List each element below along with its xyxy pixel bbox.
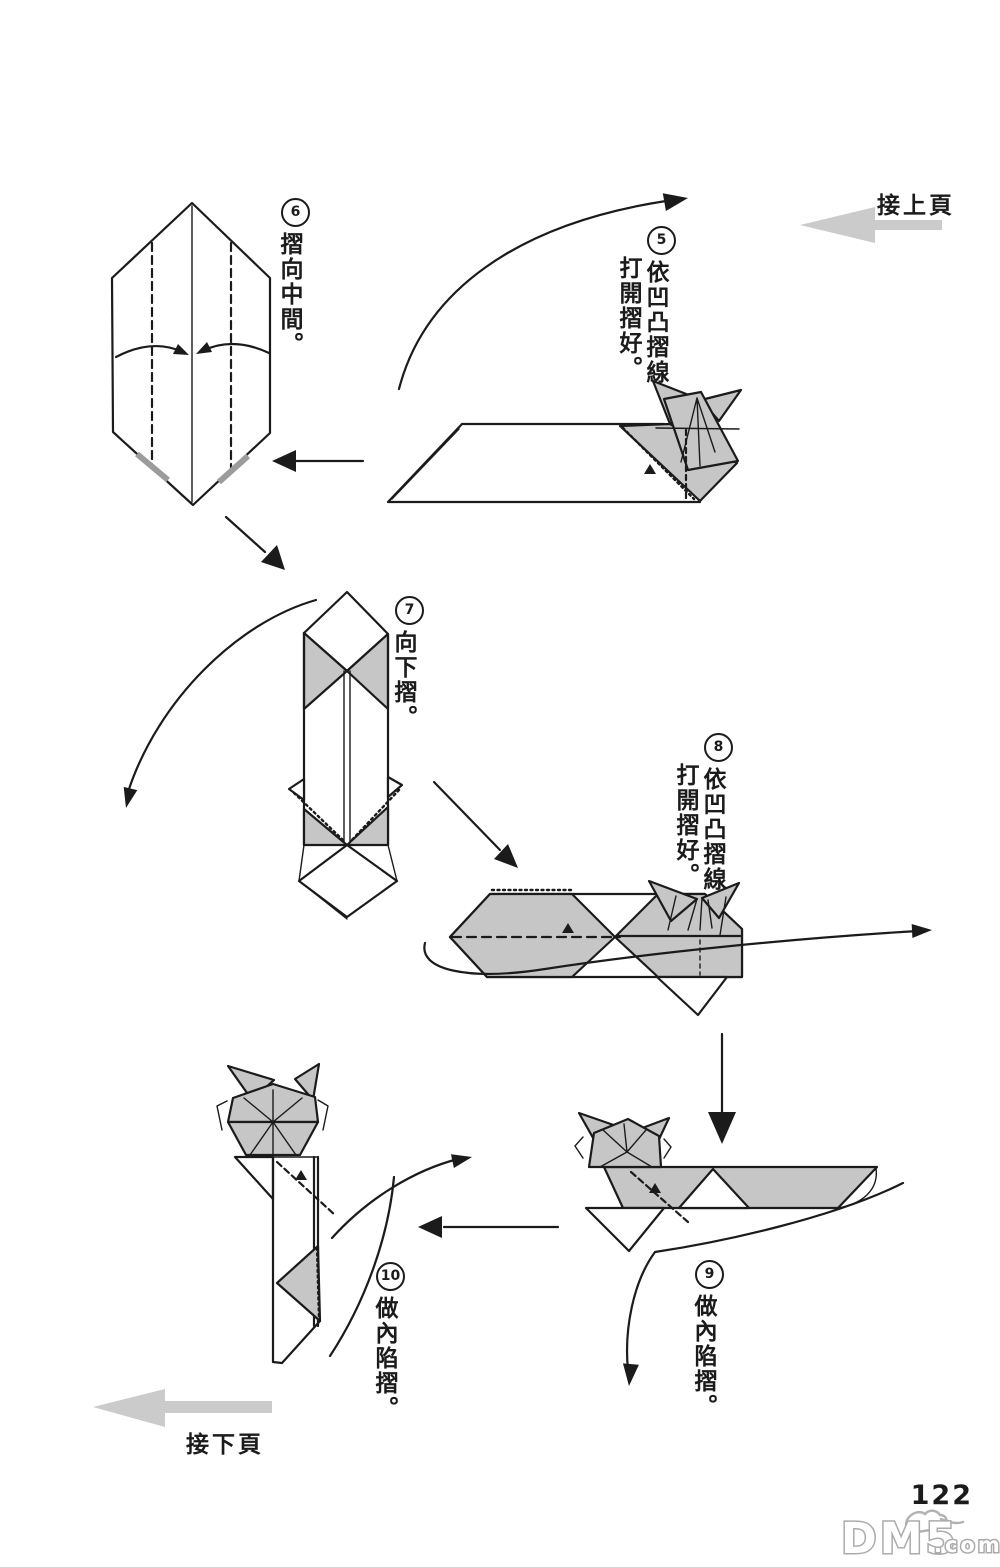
fold-arrow-step10 (328, 1154, 472, 1358)
mouse-doodle-icon (904, 1509, 965, 1534)
watermark-main-text: DM5 (841, 1514, 958, 1564)
fold-arrow-step5 (397, 193, 688, 391)
step5-label: 5 依凹凸摺線 打開摺好。 (614, 226, 676, 385)
step7-instruction: 向下摺。 (390, 630, 416, 730)
step8-instruction-line1: 依凹凸摺線 (699, 767, 725, 892)
fold-arrow-step7 (123, 598, 318, 808)
arrow-step9-to-step10 (418, 1216, 560, 1238)
step7-label: 7 向下摺。 (389, 596, 424, 730)
step9-instruction: 做內陷摺。 (690, 1294, 716, 1419)
step6-label: 6 摺向中間。 (275, 198, 310, 357)
prev-page-arrow-icon (800, 207, 942, 243)
fold-arrow-step8 (423, 924, 932, 975)
step8-label: 8 依凹凸摺線 打開摺好。 (671, 733, 733, 892)
arrow-step6-to-step7 (224, 515, 285, 570)
step5-instruction-line2: 打開摺好。 (615, 256, 641, 381)
step8-diagram (423, 879, 932, 1017)
step10-diagram (216, 1062, 472, 1365)
step5-number-badge: 5 (647, 226, 676, 255)
step8-instruction-line2: 打開摺好。 (672, 763, 698, 888)
step8-number-badge: 8 (704, 733, 733, 762)
step5-instruction-line1: 依凹凸摺線 (642, 260, 668, 385)
step9-number-badge: 9 (695, 1260, 724, 1289)
step9-label: 9 做內陷摺。 (689, 1260, 724, 1419)
page-number: 122 (910, 1480, 973, 1511)
watermark-suffix-text: .com (934, 1533, 1000, 1557)
step10-label: 10 做內陷摺。 (370, 1262, 405, 1421)
arrow-step7-to-step8 (432, 780, 518, 868)
step5-diagram (386, 193, 743, 504)
arrow-step5-to-step6 (272, 450, 365, 472)
dm5-watermark: DM5 .com (840, 1509, 1000, 1566)
fold-arrow-step6 (114, 342, 271, 359)
step9-diagram (574, 1111, 905, 1386)
fold-arrow-step9 (622, 1181, 905, 1386)
prev-page-label: 接上頁 (877, 193, 955, 219)
next-page-label: 接下頁 (186, 1432, 264, 1458)
step6-instruction: 摺向中間。 (276, 232, 302, 357)
step6-diagram (110, 201, 272, 507)
next-page-arrow-icon (93, 1389, 272, 1427)
step10-number-badge: 10 (376, 1262, 405, 1291)
step7-number-badge: 7 (395, 596, 424, 625)
step6-number-badge: 6 (281, 198, 310, 227)
step7-diagram (123, 590, 404, 920)
arrow-step8-to-step9 (708, 1032, 736, 1144)
step10-instruction: 做內陷摺。 (371, 1296, 397, 1421)
